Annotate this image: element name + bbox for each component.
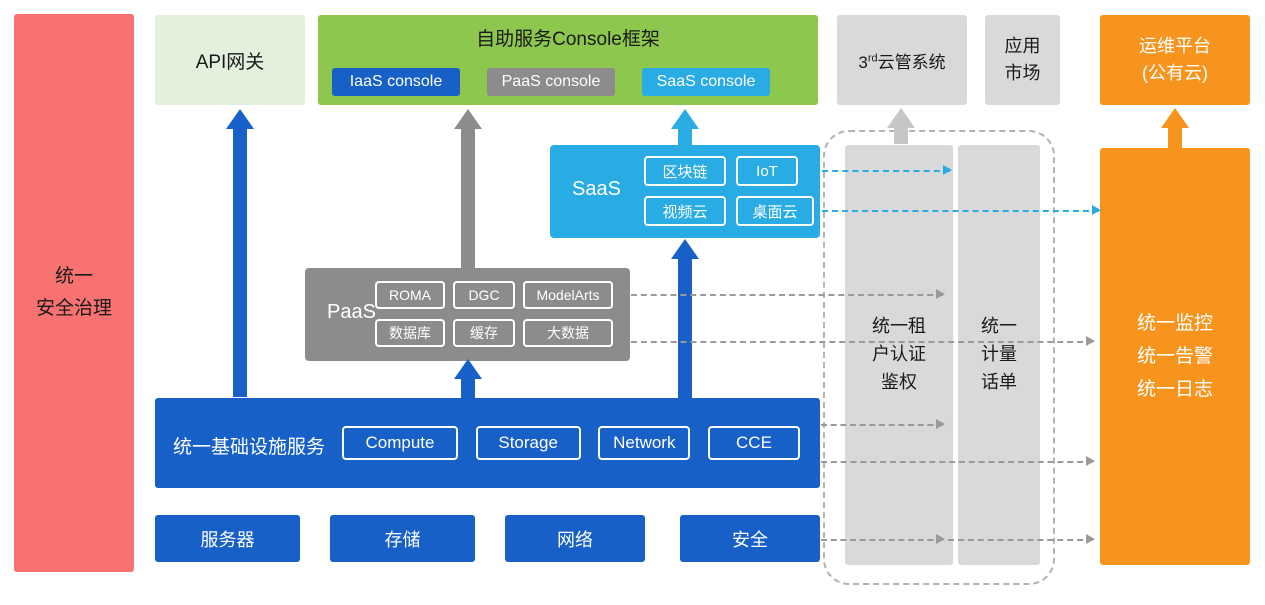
monitoring-label: 统一监控 统一告警 统一日志 [1136,312,1213,401]
third-party-prefix: 3 [858,52,868,72]
hardware-server-label: 服务器 [200,529,255,550]
paas-item-modelarts: ModelArts [523,281,613,309]
paas-item-bigdata: 大数据 [523,319,613,347]
metering-label: 统一 计量 话单 [981,316,1017,392]
arrow-services-to-third-party [894,128,908,144]
arrow-monitoring-to-ops-head [1161,108,1189,128]
infra-item-compute: Compute [342,426,458,460]
ops-platform-label: 运维平台 (公有云) [1139,36,1211,83]
dashed-link-saas-to-monitoring [822,205,1101,215]
console-chip-row: IaaS console PaaS console SaaS console [332,68,770,96]
third-party-cloud-label: 3rd云管系统 [858,48,945,73]
dashed-link-paas-to-monitoring [631,336,1095,346]
hardware-storage-label: 存储 [384,529,421,550]
paas-item-grid: ROMA DGC ModelArts 数据库 缓存 大数据 [375,281,613,347]
dashed-link-saas-to-auth [822,165,952,175]
saas-item-iot: IoT [736,156,798,186]
saas-item-blockchain: 区块链 [644,156,726,186]
hardware-server-box: 服务器 [155,515,300,562]
infra-item-cce: CCE [707,426,800,460]
paas-label: PaaS [327,301,376,323]
saas-console-chip: SaaS console [642,68,770,96]
arrow-saas-to-console-head [671,109,699,129]
paas-item-database: 数据库 [375,319,445,347]
infra-item-storage: Storage [475,426,581,460]
ops-platform-box: 运维平台 (公有云) [1100,15,1250,105]
hardware-network-box: 网络 [505,515,645,562]
infrastructure-item-row: Compute Storage Network CCE [342,426,800,460]
saas-label: SaaS [572,178,621,200]
infrastructure-block: 统一基础设施服务 Compute Storage Network CCE [155,398,820,488]
arrow-monitoring-to-ops [1168,128,1182,148]
third-party-cloud-box: 3rd云管系统 [837,15,967,105]
api-gateway-label: API网关 [195,51,265,73]
console-framework-box: 自助服务Console框架 IaaS console PaaS console … [318,15,818,105]
arrow-saas-to-console [678,129,692,146]
app-market-label: 应用 市场 [1004,36,1041,83]
dashed-link-infra-to-monitoring [821,456,1095,466]
hardware-network-label: 网络 [557,529,593,550]
dashed-link-hardware-to-monitoring [948,534,1095,544]
console-framework-title: 自助服务Console框架 [476,29,660,50]
arrow-infra-to-saas-head [671,239,699,259]
dashed-link-hardware-to-auth [821,534,945,544]
arrow-paas-to-console-head [454,109,482,129]
infra-item-network: Network [598,426,691,460]
api-gateway-box: API网关 [155,15,305,105]
common-services-dashed-frame [823,130,1055,585]
arrow-paas-to-console [461,129,475,269]
saas-item-video-cloud: 视频云 [644,196,726,226]
saas-block: SaaS 区块链 IoT 视频云 桌面云 [550,145,820,238]
security-governance-bar: 统一 安全治理 [14,14,134,572]
hardware-storage-box: 存储 [330,515,475,562]
hardware-security-label: 安全 [732,529,768,550]
paas-block: PaaS ROMA DGC ModelArts 数据库 缓存 大数据 [305,268,630,361]
iaas-console-chip: IaaS console [332,68,460,96]
dashed-link-paas-to-auth [631,289,945,299]
paas-item-roma: ROMA [375,281,445,309]
monitoring-box: 统一监控 统一告警 统一日志 [1100,148,1250,565]
tenant-auth-label: 统一租 户认证 鉴权 [872,316,926,392]
arrow-infra-to-paas [461,379,475,398]
infrastructure-label: 统一基础设施服务 [173,437,326,458]
paas-item-cache: 缓存 [453,319,515,347]
arrow-infra-to-saas [678,259,692,398]
arrow-infra-to-api-gateway [233,129,247,397]
metering-bar: 统一 计量 话单 [958,145,1040,565]
arrow-services-to-third-party-head [887,108,915,128]
arrow-infra-to-paas-head [454,359,482,379]
app-market-box: 应用 市场 [985,15,1060,105]
paas-console-chip: PaaS console [487,68,615,96]
third-party-superscript: rd [867,51,878,64]
saas-item-desktop-cloud: 桌面云 [736,196,814,226]
tenant-auth-bar: 统一租 户认证 鉴权 [845,145,953,565]
arrow-infra-to-api-gateway-head [226,109,254,129]
hardware-security-box: 安全 [680,515,820,562]
third-party-suffix: 云管系统 [877,52,946,72]
security-governance-label: 统一 安全治理 [35,265,112,319]
dashed-link-infra-to-auth [821,419,945,429]
paas-item-dgc: DGC [453,281,515,309]
saas-item-grid: 区块链 IoT 视频云 桌面云 [644,156,814,226]
